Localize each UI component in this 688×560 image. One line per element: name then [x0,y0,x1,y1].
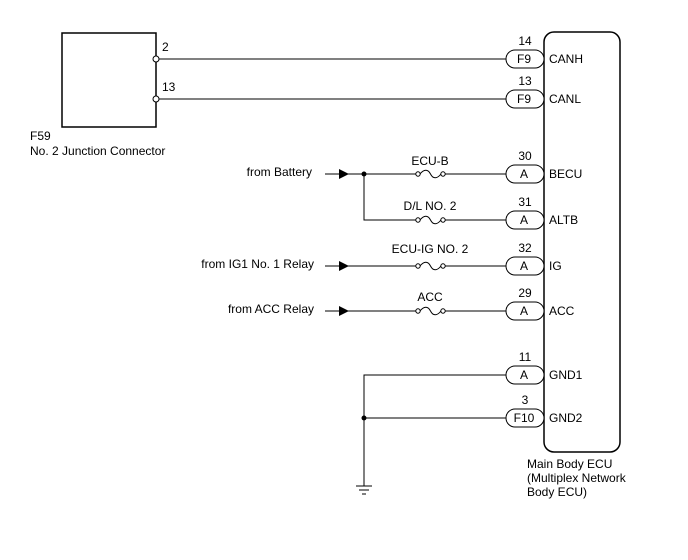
pin-number: 32 [518,241,532,255]
fuse-icon [419,261,442,271]
junction-code: F59 [30,129,51,143]
source-label-ig1-relay: from IG1 No. 1 Relay [201,257,314,271]
fuse-ecu-b: ECU-B [411,154,449,179]
connector-code: F10 [514,411,535,425]
connector-pill [505,301,545,321]
connector-code: A [520,368,528,382]
battery-branch-wire [363,174,418,221]
arrow-right-icon [339,169,349,179]
fuse-acc: ACC [415,290,446,316]
main-body-ecu: Main Body ECU (Multiplex Network Body EC… [527,31,627,499]
signal-name: ALTB [549,213,578,227]
wires [159,58,506,486]
pin-number: 31 [518,195,532,209]
connector-pill [505,49,545,69]
arrow-right-icon [339,261,349,271]
battery-splice-dot [361,171,367,177]
junction-name: No. 2 Junction Connector [30,144,165,158]
connector-code: A [520,213,528,227]
pin-number: 3 [522,393,529,407]
connector-code: A [520,259,528,273]
ecu-name-line-1: Main Body ECU [527,457,612,471]
ground-wire [363,374,506,486]
source-label-battery: from Battery [247,165,312,179]
signal-name: GND2 [549,411,583,425]
signal-name: BECU [549,167,582,181]
ecu-name-line-2: (Multiplex Network [527,471,627,485]
junction-connector: 2 13 F59 No. 2 Junction Connector [30,32,176,158]
connector-code: F9 [517,92,531,106]
signal-name: CANL [549,92,581,106]
fuse-label: D/L NO. 2 [404,199,457,213]
fuse-label: ECU-B [411,154,448,168]
pin-number: 11 [519,350,532,364]
junction-pin-13-label: 13 [162,80,176,94]
ecu-name-line-3: Body ECU) [527,485,587,499]
signal-name: ACC [549,304,575,318]
pin-number: 30 [518,149,532,163]
junction-pin-2-label: 2 [162,40,169,54]
junction-connector-box [61,32,157,128]
connector-pill [505,210,545,230]
fuse-icon [419,306,442,316]
fuse-label: ECU-IG NO. 2 [392,242,469,256]
ecu-box [543,31,621,453]
connector-code: A [520,167,528,181]
connector-pill [505,256,545,276]
connector-pill [505,408,545,428]
fuse-label: ACC [417,290,443,304]
connector-code: A [520,304,528,318]
connector-pill [505,89,545,109]
ground-icon [356,485,372,495]
signal-name: GND1 [549,368,583,382]
fuse-icon [419,169,442,179]
junction-pin-13-terminal [152,95,160,103]
arrow-right-icon [339,306,349,316]
ground-splice-dot [361,415,367,421]
signal-name: IG [549,259,562,273]
connector-pill [505,365,545,385]
fuse-dl-no2: D/L NO. 2 [404,199,457,225]
junction-pin-2-terminal [152,55,160,63]
fuse-icon [419,215,442,225]
pin-number: 14 [518,34,532,48]
signal-name: CANH [549,52,583,66]
pin-number: 13 [518,74,532,88]
pin-number: 29 [518,286,532,300]
source-label-acc-relay: from ACC Relay [228,302,314,316]
connector-code: F9 [517,52,531,66]
connector-pill [505,164,545,184]
fuse-ecu-ig-no2: ECU-IG NO. 2 [392,242,469,271]
